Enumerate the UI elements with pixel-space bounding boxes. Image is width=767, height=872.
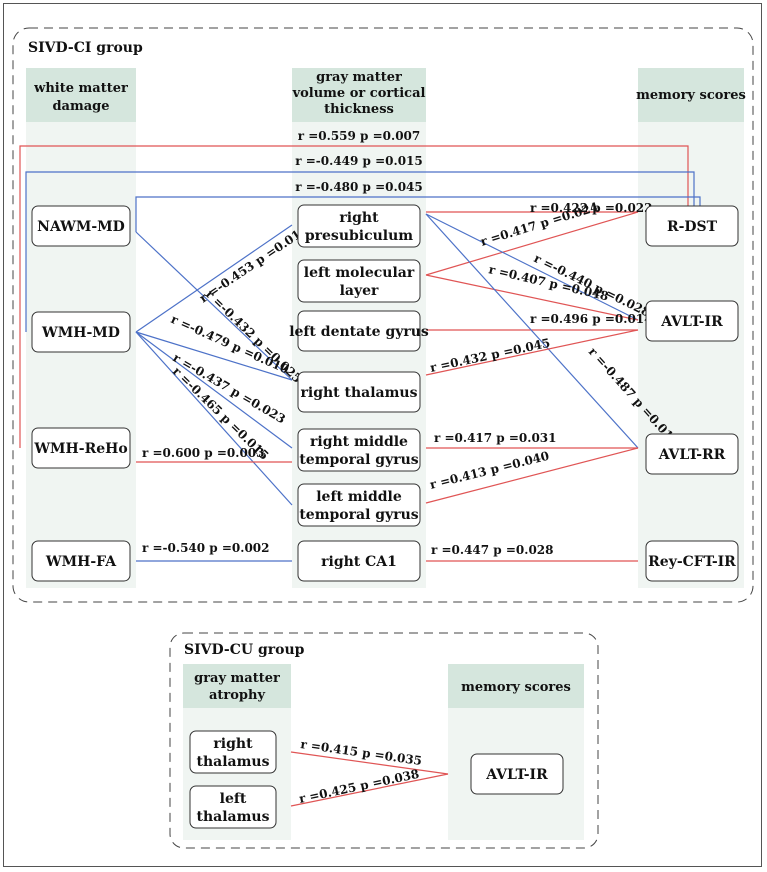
- cu-label-2: r =0.425 p =0.038: [298, 767, 421, 806]
- node-left-mtg-line2: temporal gyrus: [299, 507, 418, 523]
- node-left-middle-temporal-gyrus: [297, 483, 421, 527]
- node-left-dentate-gyrus-label: left dentate gyrus: [289, 324, 429, 340]
- cu-link-left-thalamus: [290, 773, 449, 807]
- node-r-dst: [645, 205, 739, 247]
- node-wmh-reho: [31, 427, 131, 469]
- wm-label-7: r =-0.540 p =0.002: [142, 541, 270, 555]
- cu-gm-header-line2: atrophy: [209, 688, 265, 703]
- ci-group-title: SIVD-CI group: [28, 40, 143, 56]
- node-right-thalamus: [297, 371, 421, 413]
- node-nawm-md-label: NAWM-MD: [37, 219, 125, 235]
- link-molecular-rdst: [425, 211, 639, 276]
- node-nawm-md: [31, 205, 131, 247]
- memory-header: memory scores: [636, 88, 746, 103]
- connector-label-1: r =0.559 p =0.007: [298, 129, 421, 143]
- node-rey-cft-ir: [645, 540, 739, 582]
- gm-header-line1: gray matter: [316, 70, 402, 85]
- link-wmhmd-lmtg: [135, 331, 293, 506]
- cu-node-right-thalamus-line2: thalamus: [197, 754, 270, 770]
- cu-node-right-thalamus: [189, 730, 277, 774]
- cu-link-right-thalamus: [290, 751, 449, 775]
- gm-label-10: r =0.447 p =0.028: [431, 543, 554, 557]
- connector-reho-rdst: [19, 145, 689, 448]
- node-right-mtg-line1: right middle: [310, 434, 408, 450]
- node-right-ca1-label: right CA1: [321, 554, 397, 570]
- gm-label-8: r =0.417 p =0.031: [434, 431, 557, 445]
- wm-label-6: r =0.600 p =0.003: [142, 446, 265, 460]
- cu-node-avlt-ir-label: AVLT-IR: [485, 767, 548, 783]
- link-lmtg-avltrr: [425, 447, 639, 504]
- cu-group-title: SIVD-CU group: [184, 642, 305, 658]
- cu-label-1: r =0.415 p =0.035: [300, 737, 423, 768]
- node-left-molecular-layer: [297, 259, 421, 303]
- link-presubiculum-avltrr: [425, 213, 639, 449]
- node-avlt-rr: [645, 433, 739, 475]
- cu-node-left-thalamus-line1: left: [220, 791, 247, 807]
- node-wmh-md-label: WMH-MD: [41, 325, 120, 341]
- node-wmh-fa-label: WMH-FA: [45, 554, 117, 570]
- connector-wmhmd-rdst: [25, 171, 695, 332]
- node-right-thalamus-label: right thalamus: [301, 385, 418, 401]
- node-left-molecular-layer-line2: layer: [340, 283, 379, 299]
- node-right-presubiculum: [297, 204, 421, 248]
- link-wmhmd-thalamus: [135, 331, 293, 381]
- link-presubiculum-avltir: [425, 213, 639, 321]
- gm-label-5: r =0.496 p =0.014: [530, 312, 653, 326]
- wm-header-line1: white matter: [33, 81, 128, 96]
- link-nawm-thalamus: [135, 231, 293, 381]
- link-molecular-avltir: [425, 274, 639, 321]
- link-wmhmd-rmtg: [135, 331, 293, 449]
- connector-nawm-rdst: [135, 196, 701, 232]
- memory-header-bg: [638, 68, 744, 122]
- cu-node-right-thalamus-line1: right: [213, 736, 253, 752]
- node-right-mtg-line2: temporal gyrus: [299, 452, 418, 468]
- node-right-middle-temporal-gyrus: [297, 428, 421, 472]
- cu-gm-header-line1: gray matter: [194, 671, 280, 686]
- node-left-molecular-layer-line1: left molecular: [304, 265, 415, 281]
- wm-header-line2: damage: [52, 99, 109, 114]
- node-wmh-md: [31, 311, 131, 353]
- connector-label-2: r =-0.449 p =0.015: [295, 154, 423, 168]
- wm-header-bg: [26, 68, 136, 122]
- cu-memory-header-bg: [448, 664, 584, 708]
- link-wmhmd-presubiculum: [135, 224, 293, 333]
- ci-group-border: [12, 27, 754, 603]
- cu-memory-header: memory scores: [461, 680, 571, 695]
- node-wmh-reho-label: WMH-ReHo: [33, 441, 127, 457]
- node-r-dst-label: R-DST: [667, 219, 718, 235]
- node-right-presubiculum-line1: right: [339, 210, 379, 226]
- cu-node-left-thalamus: [189, 785, 277, 829]
- node-avlt-ir: [645, 300, 739, 342]
- gm-label-9: r =0.413 p =0.040: [428, 449, 550, 492]
- cu-node-left-thalamus-line2: thalamus: [197, 809, 270, 825]
- figure-frame: [3, 3, 762, 867]
- node-rey-cft-ir-label: Rey-CFT-IR: [648, 554, 736, 570]
- cu-gm-header-bg: [183, 664, 291, 708]
- gm-header-line3: thickness: [324, 102, 394, 117]
- node-left-mtg-line1: left middle: [316, 489, 402, 505]
- gm-label-7: r =0.432 p =0.045: [429, 336, 552, 375]
- node-avlt-ir-label: AVLT-IR: [660, 314, 723, 330]
- link-thalamus-avltir: [425, 329, 639, 376]
- cu-node-avlt-ir: [470, 753, 564, 795]
- node-avlt-rr-label: AVLT-RR: [658, 447, 726, 463]
- node-wmh-fa: [31, 540, 131, 582]
- cu-group-border: [169, 632, 599, 849]
- gm-label-1: r =0.422 p =0.022: [530, 201, 653, 215]
- connector-label-3: r =-0.480 p =0.045: [295, 180, 423, 194]
- gm-header-line2: volume or cortical: [292, 86, 426, 101]
- node-left-dentate-gyrus: [297, 310, 421, 352]
- node-right-presubiculum-line2: presubiculum: [305, 228, 413, 244]
- node-right-ca1: [297, 540, 421, 582]
- gm-header-bg: [292, 68, 426, 122]
